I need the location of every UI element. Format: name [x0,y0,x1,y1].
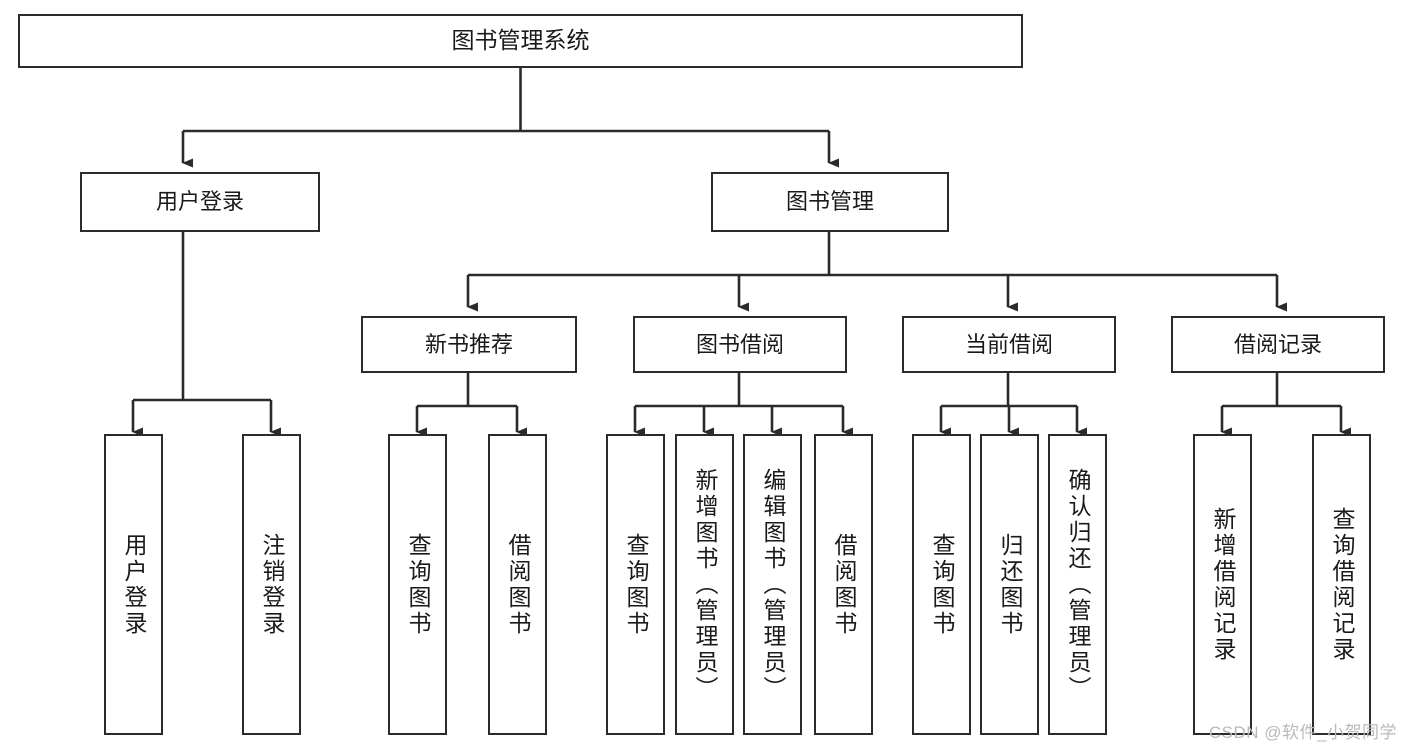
node-leaf-query-borrow-record[interactable]: 查询借阅记录 [1312,434,1371,735]
node-label: 新增借阅记录 [1210,506,1236,663]
node-user-login[interactable]: 用户登录 [80,172,320,232]
node-leaf-query-book-borrow[interactable]: 查询图书 [606,434,665,735]
node-leaf-user-logout[interactable]: 注销登录 [242,434,301,735]
node-label: 新增图书（管理员） [692,467,718,702]
node-label: 确认归还（管理员） [1065,467,1091,702]
node-borrow-record[interactable]: 借阅记录 [1171,316,1385,373]
node-label: 借阅记录 [1233,331,1322,357]
node-label: 新书推荐 [424,331,513,357]
node-label: 查询图书 [405,532,431,637]
node-label: 借阅图书 [505,532,531,637]
node-leaf-add-book-admin[interactable]: 新增图书（管理员） [675,434,734,735]
node-label: 用户登录 [155,189,244,215]
node-leaf-query-book-recommend[interactable]: 查询图书 [388,434,447,735]
node-leaf-borrow-book[interactable]: 借阅图书 [814,434,873,735]
node-label: 查询图书 [623,532,649,637]
node-leaf-query-book-current[interactable]: 查询图书 [912,434,971,735]
node-leaf-edit-book-admin[interactable]: 编辑图书（管理员） [743,434,802,735]
node-new-book-recommend[interactable]: 新书推荐 [361,316,577,373]
node-leaf-return-book[interactable]: 归还图书 [980,434,1039,735]
node-current-borrow[interactable]: 当前借阅 [902,316,1116,373]
node-label: 查询图书 [929,532,955,637]
node-label: 图书管理 [785,189,874,215]
node-label: 归还图书 [997,532,1023,637]
node-label: 图书借阅 [695,331,784,357]
node-label: 图书管理系统 [451,27,590,54]
csdn-watermark: CSDN @软件_小贺同学 [1208,723,1397,742]
node-leaf-borrow-book-recommend[interactable]: 借阅图书 [488,434,547,735]
node-label: 当前借阅 [964,331,1053,357]
node-leaf-add-borrow-record[interactable]: 新增借阅记录 [1193,434,1252,735]
node-label: 注销登录 [259,532,285,637]
node-root-book-management-system[interactable]: 图书管理系统 [18,14,1023,68]
node-book-management[interactable]: 图书管理 [711,172,949,232]
node-label: 编辑图书（管理员） [760,467,786,702]
node-label: 借阅图书 [831,532,857,637]
node-label: 用户登录 [121,532,147,637]
node-leaf-user-login[interactable]: 用户登录 [104,434,163,735]
node-label: 查询借阅记录 [1329,506,1355,663]
node-book-borrow[interactable]: 图书借阅 [633,316,847,373]
node-leaf-confirm-return-admin[interactable]: 确认归还（管理员） [1048,434,1107,735]
